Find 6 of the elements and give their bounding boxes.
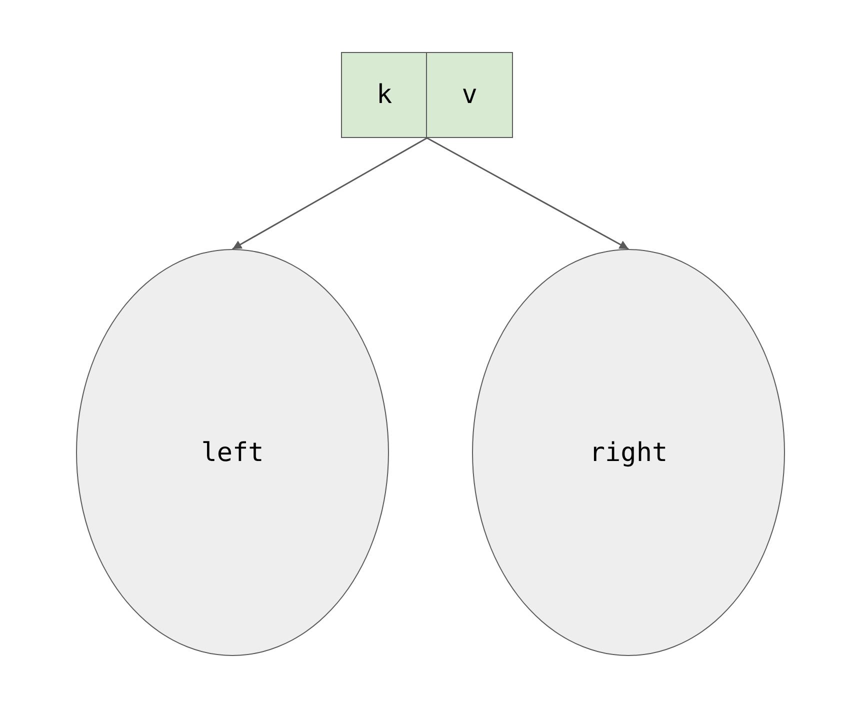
key-value-cell: k [341, 52, 428, 138]
arrow [426, 137, 629, 250]
node-label: right [589, 438, 668, 468]
key-value-cell: v [426, 52, 513, 138]
arrow [232, 137, 428, 250]
node-label: left [201, 438, 264, 468]
